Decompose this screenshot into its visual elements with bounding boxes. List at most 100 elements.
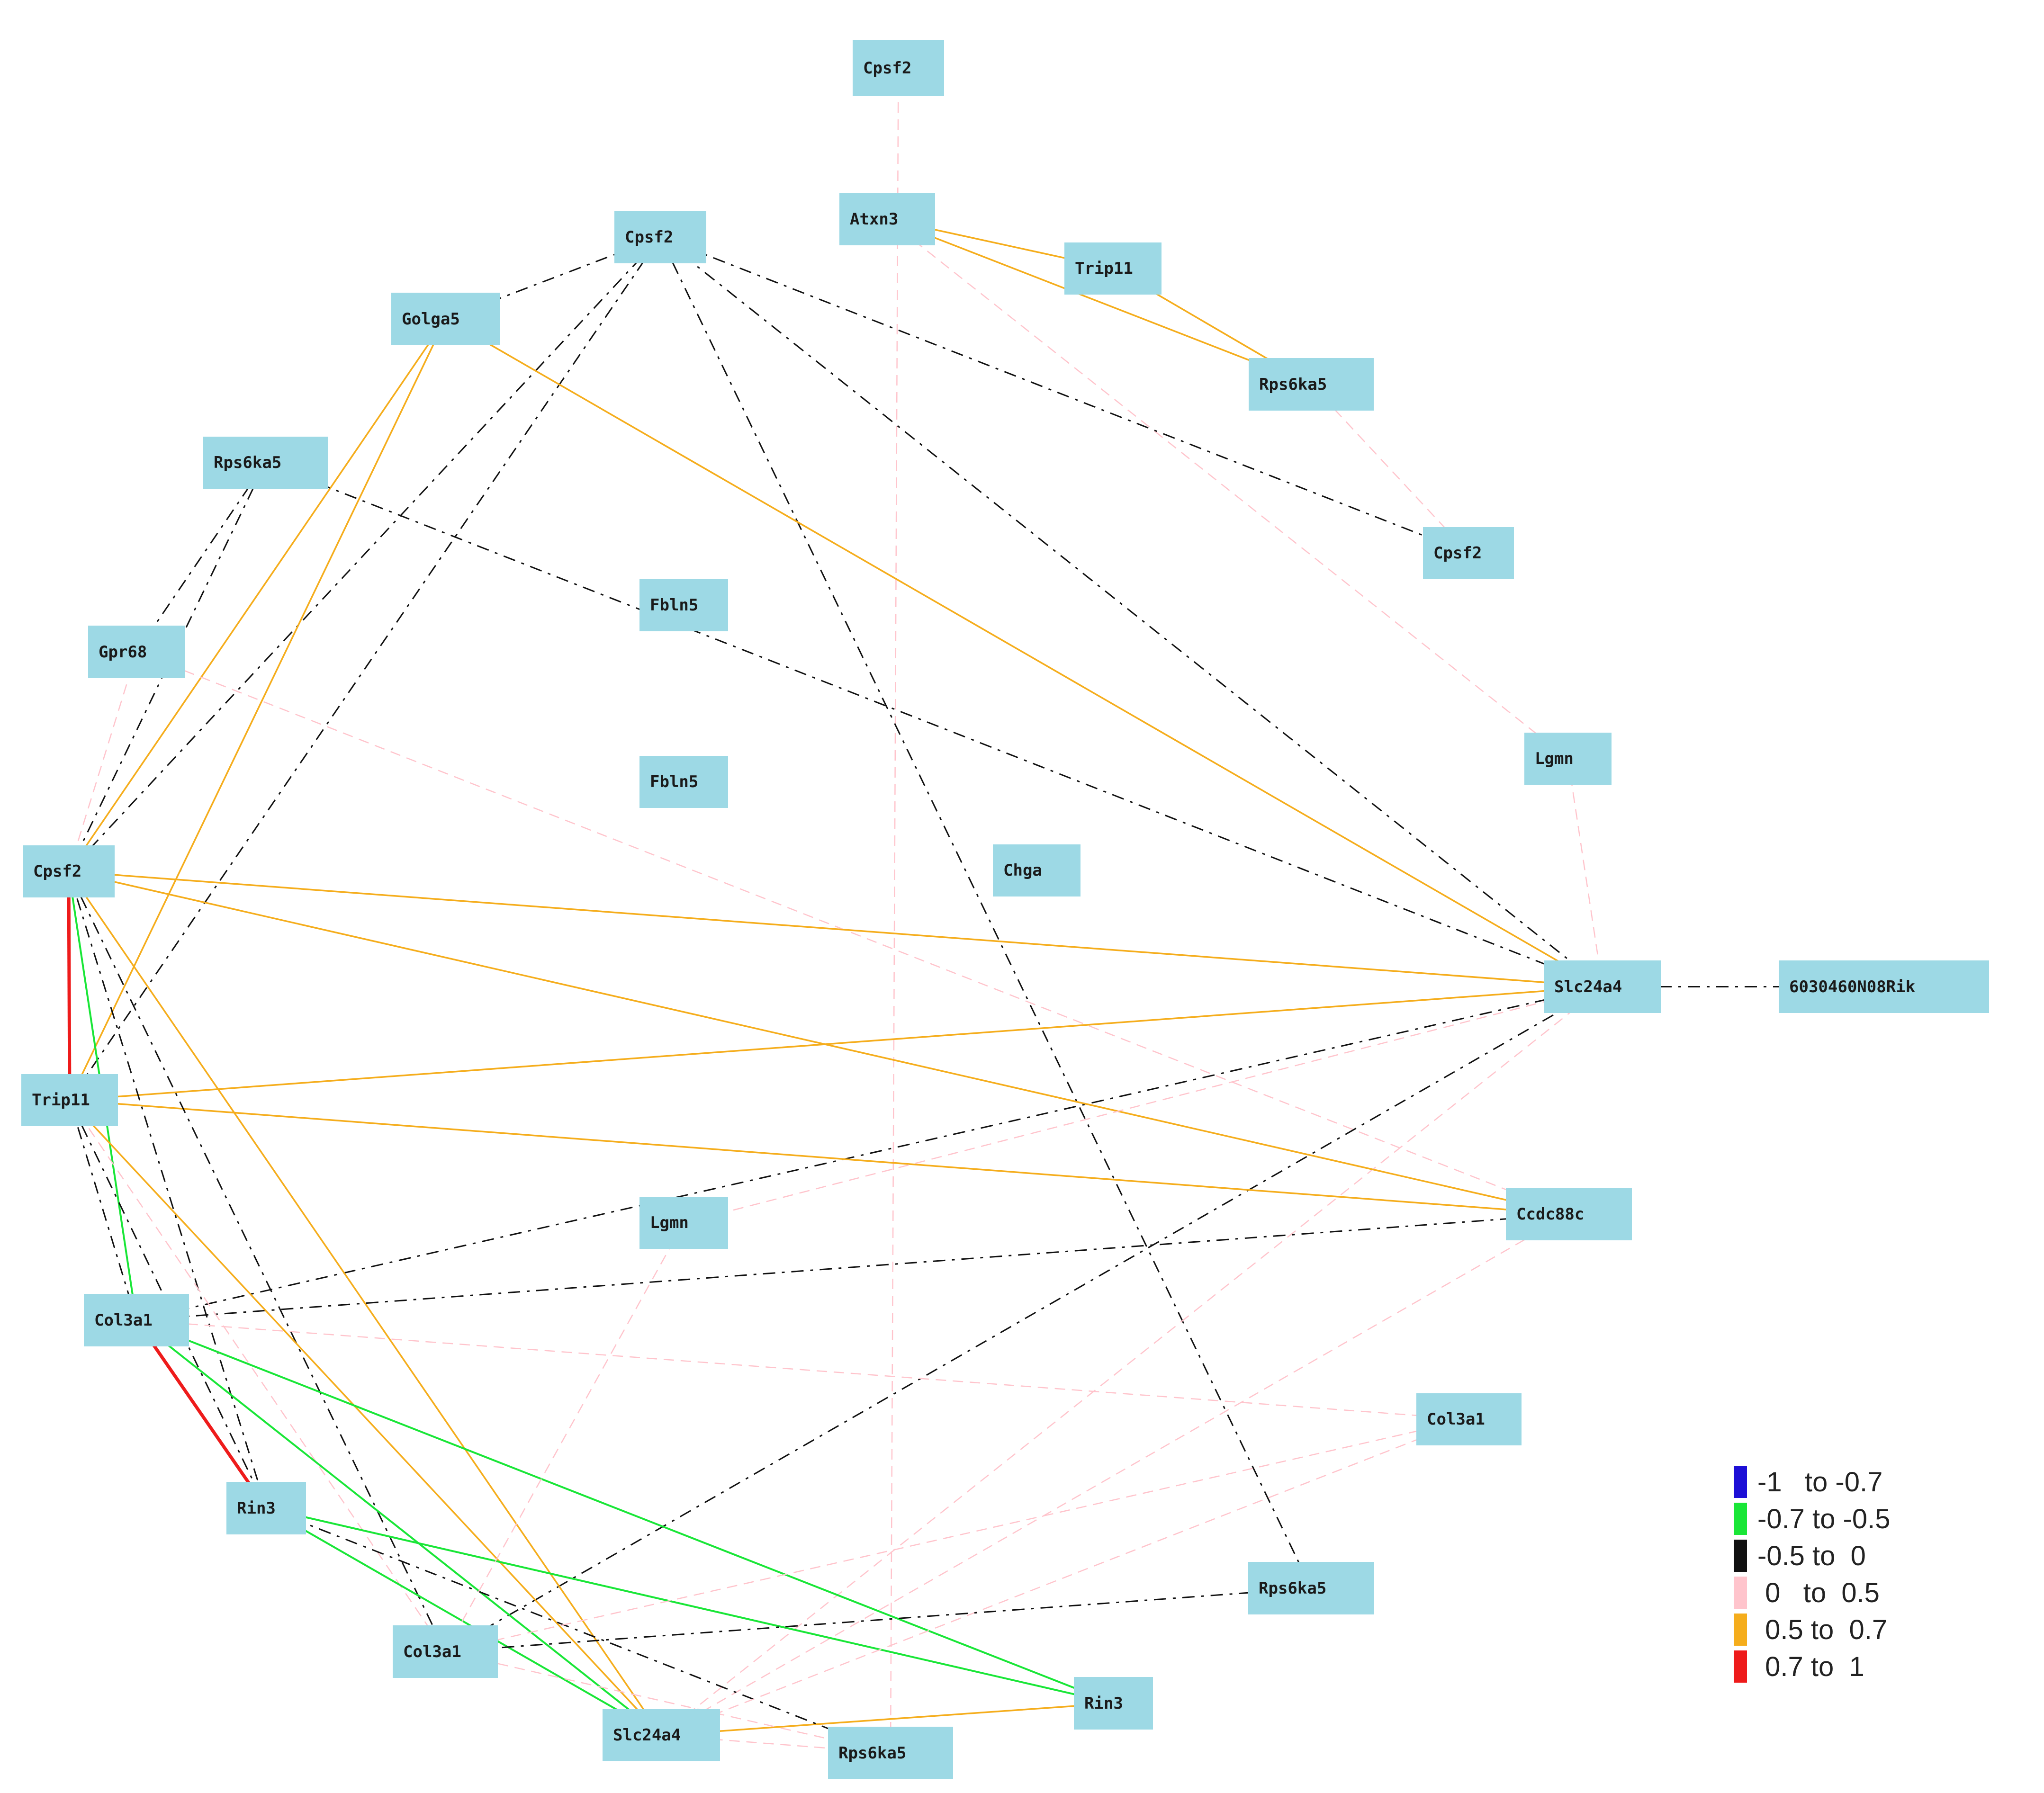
node-label: Atxn3 <box>850 210 899 229</box>
node-lgmn[interactable]: Lgmn <box>1524 733 1612 785</box>
legend-item: -0.5 to 0 <box>1734 1537 1933 1574</box>
network-edge <box>69 318 447 1101</box>
legend-item: 0 to 0.5 <box>1734 1574 1933 1611</box>
node-lgmn[interactable]: Lgmn <box>639 1197 728 1249</box>
network-edge <box>69 1100 267 1509</box>
network-edge <box>660 236 1603 987</box>
legend-swatch <box>1734 1503 1747 1535</box>
network-edge <box>661 1418 1469 1736</box>
node-label: Gpr68 <box>99 642 147 662</box>
network-edge <box>135 1319 662 1736</box>
network-edge <box>445 986 1603 1652</box>
node-label: Fbln5 <box>650 772 699 791</box>
network-edge <box>68 318 447 872</box>
node-label: Golga5 <box>402 309 460 329</box>
node-rps6ka5[interactable]: Rps6ka5 <box>1248 1562 1374 1614</box>
node-label: Cpsf2 <box>1433 544 1482 563</box>
node-label: Ccdc88c <box>1516 1205 1585 1224</box>
node-ccdc88c[interactable]: Ccdc88c <box>1506 1188 1632 1240</box>
network-edge <box>445 1587 1312 1652</box>
network-edge <box>68 870 1603 988</box>
node-fbln5[interactable]: Fbln5 <box>639 756 728 808</box>
node-atxn3[interactable]: Atxn3 <box>839 193 935 245</box>
network-edge <box>69 1099 662 1736</box>
node-slc24a4[interactable]: Slc24a4 <box>1544 960 1661 1013</box>
network-edge <box>887 218 1312 385</box>
network-edge <box>136 1213 1569 1321</box>
correlation-legend: -1 to -0.7 -0.7 to -0.5 -0.5 to 0 0 to 0… <box>1734 1463 1933 1685</box>
network-edge <box>445 1418 1469 1652</box>
legend-item: 0.7 to 1 <box>1734 1648 1933 1685</box>
node-cpsf2[interactable]: Cpsf2 <box>614 211 706 263</box>
network-edge <box>69 1100 446 1652</box>
node-label: Slc24a4 <box>1554 977 1622 996</box>
node-label: Trip11 <box>1075 259 1133 278</box>
network-edge <box>266 1507 662 1736</box>
legend-item: -1 to -0.7 <box>1734 1463 1933 1500</box>
network-edge <box>136 1319 1469 1420</box>
node-cpsf2[interactable]: Cpsf2 <box>853 40 944 96</box>
node-label: Trip11 <box>32 1091 90 1110</box>
network-edge <box>68 870 1569 1215</box>
legend-label: 0.7 to 1 <box>1757 1651 1864 1682</box>
node-label: Lgmn <box>1535 749 1574 768</box>
network-edge <box>69 236 661 1101</box>
network-edge <box>69 986 1603 1101</box>
legend-swatch <box>1734 1466 1747 1498</box>
legend-label: -0.5 to 0 <box>1757 1540 1866 1571</box>
node-label: Rps6ka5 <box>214 453 282 472</box>
legend-label: 0 to 0.5 <box>1757 1577 1880 1608</box>
node-label: Fbln5 <box>650 596 699 615</box>
node-label: Slc24a4 <box>613 1726 681 1745</box>
node-rps6ka5[interactable]: Rps6ka5 <box>1249 358 1374 411</box>
network-edge <box>661 1213 1569 1736</box>
network-edge <box>444 1222 684 1652</box>
node-chga[interactable]: Chga <box>993 844 1081 896</box>
network-edge <box>445 1651 891 1754</box>
node-6030460n08rik[interactable]: 6030460N08Rik <box>1779 960 1989 1013</box>
network-edge <box>136 462 266 653</box>
node-col3a1[interactable]: Col3a1 <box>1416 1393 1522 1445</box>
node-label: Cpsf2 <box>625 227 674 247</box>
legend-label: 0.5 to 0.7 <box>1757 1614 1888 1645</box>
node-golga5[interactable]: Golga5 <box>391 293 500 345</box>
network-edge <box>266 1507 1114 1704</box>
node-label: Cpsf2 <box>33 862 82 881</box>
node-gpr68[interactable]: Gpr68 <box>88 626 185 678</box>
node-rin3[interactable]: Rin3 <box>1074 1677 1153 1730</box>
network-edge <box>661 986 1603 1736</box>
node-label: Rps6ka5 <box>1259 1578 1327 1598</box>
legend-swatch <box>1734 1650 1747 1683</box>
node-trip11[interactable]: Trip11 <box>1064 242 1162 295</box>
legend-swatch <box>1734 1614 1747 1646</box>
network-edge <box>659 236 1312 1589</box>
node-cpsf2[interactable]: Cpsf2 <box>23 845 115 897</box>
node-cpsf2[interactable]: Cpsf2 <box>1423 527 1514 579</box>
node-rin3[interactable]: Rin3 <box>226 1482 306 1534</box>
network-edge <box>265 462 1603 987</box>
legend-swatch <box>1734 1577 1747 1609</box>
network-edge <box>68 871 662 1736</box>
network-edge <box>68 236 661 872</box>
node-rps6ka5[interactable]: Rps6ka5 <box>203 437 328 489</box>
network-edge <box>136 986 1603 1321</box>
network-edge <box>136 651 1569 1215</box>
node-col3a1[interactable]: Col3a1 <box>84 1294 189 1346</box>
node-trip11[interactable]: Trip11 <box>21 1074 118 1126</box>
network-edge <box>136 1319 1114 1704</box>
network-edge <box>1311 384 1469 554</box>
network-edge <box>68 871 267 1508</box>
network-edge <box>887 219 1568 759</box>
node-fbln5[interactable]: Fbln5 <box>639 579 728 631</box>
node-label: Rin3 <box>1084 1694 1123 1713</box>
node-slc24a4[interactable]: Slc24a4 <box>603 1709 720 1761</box>
legend-item: 0.5 to 0.7 <box>1734 1611 1933 1648</box>
network-edge <box>661 1702 1114 1736</box>
network-edge <box>684 986 1603 1224</box>
network-edge <box>890 68 899 1753</box>
node-col3a1[interactable]: Col3a1 <box>393 1625 498 1678</box>
network-edge <box>660 236 1469 554</box>
node-rps6ka5[interactable]: Rps6ka5 <box>828 1727 953 1779</box>
